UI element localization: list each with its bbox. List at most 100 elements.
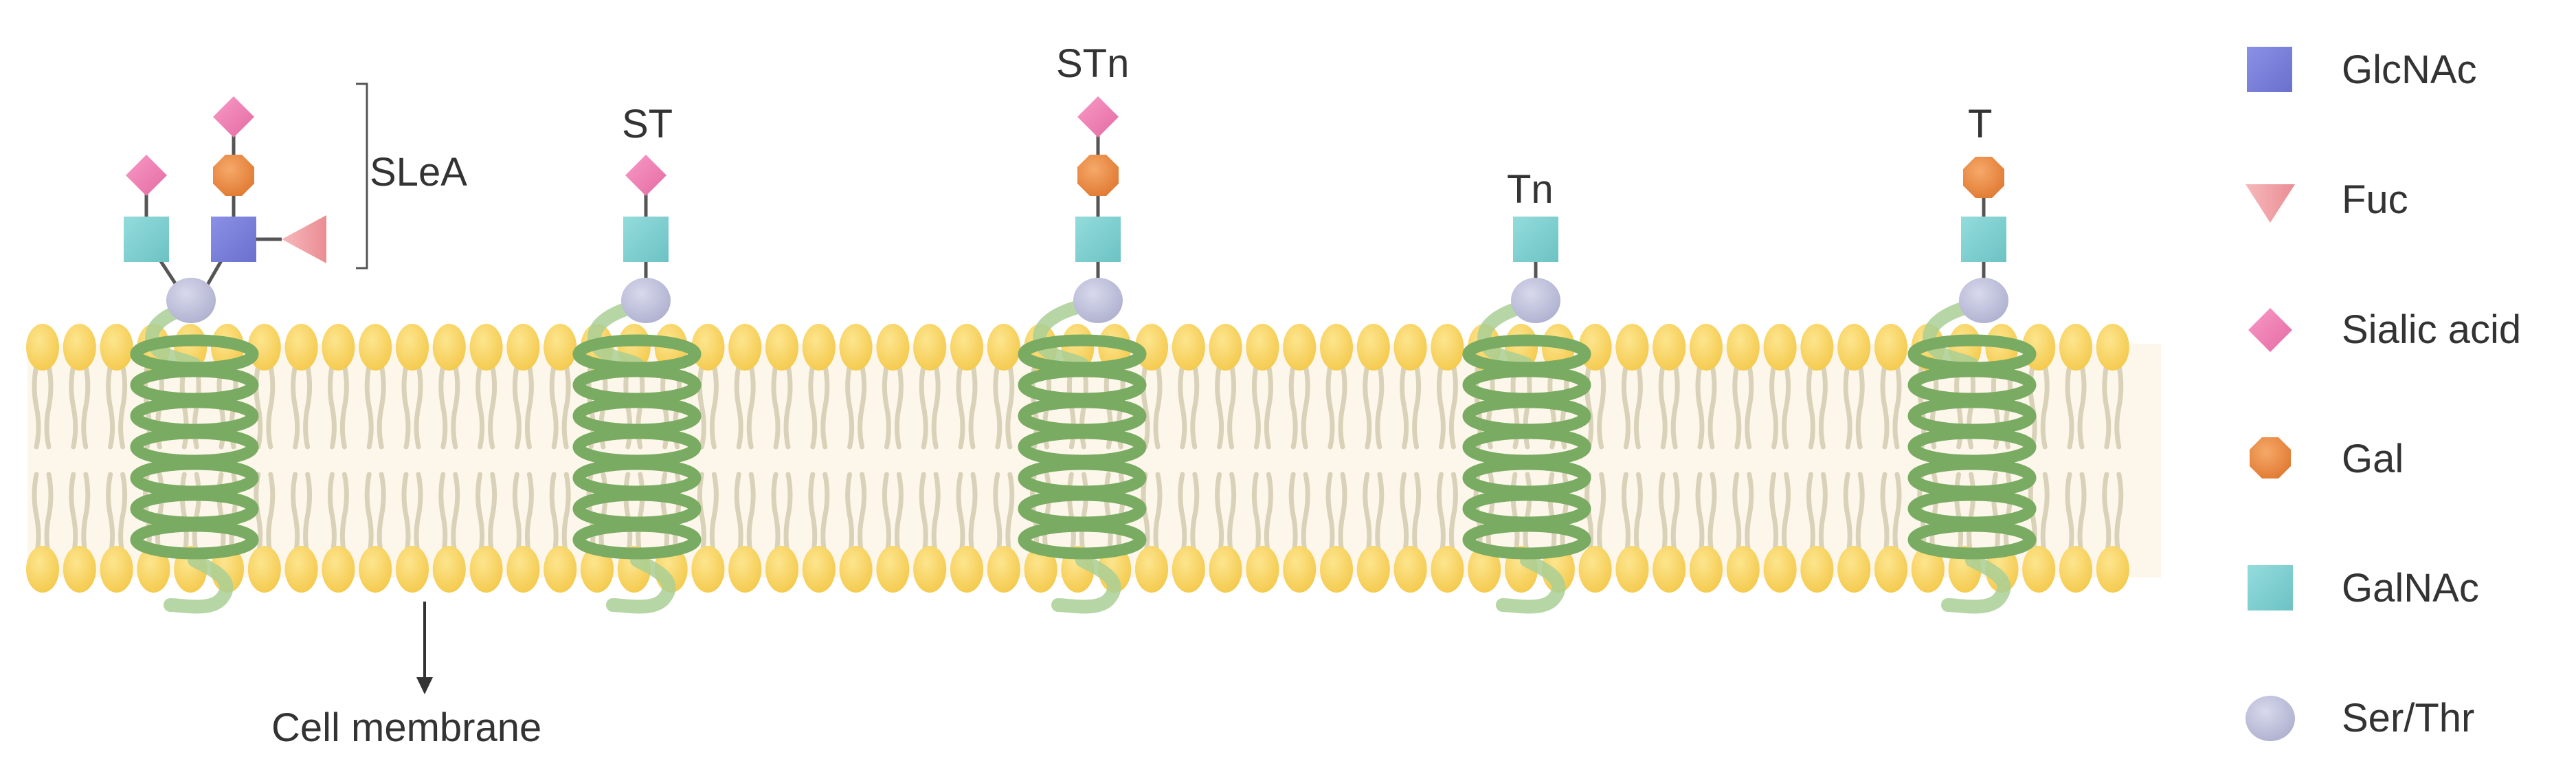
- lipid-head: [802, 324, 836, 371]
- lipid-tail: [968, 363, 978, 450]
- lipid-tail: [106, 472, 115, 558]
- lipid-tail: [81, 472, 91, 558]
- lipid-tail: [512, 363, 522, 450]
- lipid-tail: [377, 363, 386, 450]
- lipid-head: [1726, 324, 1760, 371]
- helix-coil: [1907, 520, 2037, 560]
- lipid-tail: [1670, 363, 1680, 450]
- lipid-head: [396, 546, 429, 593]
- lipid-tail: [1633, 363, 1643, 450]
- lipid-tail: [1363, 363, 1372, 450]
- lipid-head: [359, 324, 392, 371]
- lipid-tail: [882, 363, 891, 450]
- lipid-tail: [1178, 472, 1187, 558]
- lipid-tail: [931, 472, 941, 558]
- legend-label-galnac: GalNAc: [2342, 566, 2479, 610]
- lipid-tail: [1190, 472, 1200, 558]
- galnac-residue: [124, 217, 169, 262]
- lipid-tail: [1782, 472, 1791, 558]
- lipid-tail: [993, 363, 1003, 450]
- lipid-head: [1393, 324, 1427, 371]
- lipid-tail: [2077, 363, 2087, 450]
- lipid-tail: [2065, 363, 2074, 450]
- lipid-tail: [1448, 363, 1458, 450]
- lipid-tail: [734, 363, 743, 450]
- lipid-tail: [81, 363, 91, 450]
- lipid-head: [1911, 546, 1945, 593]
- lipid-tail: [1215, 363, 1224, 450]
- lipid-tail: [1732, 363, 1742, 450]
- lipid-head: [469, 546, 503, 593]
- ser-thr-residue: [1073, 278, 1123, 323]
- helix-coil: [1018, 520, 1147, 560]
- lipid-head: [765, 546, 798, 593]
- lipid-tail: [771, 472, 781, 558]
- lipid-tail: [291, 363, 300, 450]
- lipid-head: [1874, 324, 1907, 371]
- lipid-head: [876, 546, 910, 593]
- lipid-head: [2096, 546, 2129, 593]
- lipid-tail: [1251, 363, 1261, 450]
- lipid-head: [322, 546, 355, 593]
- lipid-head: [1690, 324, 1723, 371]
- lipid-tail: [1597, 363, 1606, 450]
- lipid-head: [396, 324, 429, 371]
- lipid-tail: [808, 363, 818, 450]
- lipid-head: [950, 324, 983, 371]
- lipid-head: [839, 546, 873, 593]
- transmembrane-helix: [130, 299, 259, 614]
- lipid-tail: [1769, 472, 1779, 558]
- lipid-head: [100, 546, 133, 593]
- lipid-tail: [1597, 472, 1606, 558]
- lipid-head: [1246, 546, 1279, 593]
- lipid-tail: [254, 472, 263, 558]
- lipid-tail: [697, 363, 706, 450]
- helix-tail-bottom: [1941, 553, 2011, 614]
- lipid-tail: [1153, 363, 1163, 450]
- lipid-tail: [1325, 472, 1335, 558]
- label-tn: Tn: [1507, 167, 1554, 212]
- lipid-tail: [1400, 472, 1409, 558]
- lipid-tail: [709, 472, 719, 558]
- lipid-tail: [1745, 363, 1754, 450]
- lipid-tail: [2102, 472, 2112, 558]
- lipid-tail: [44, 472, 54, 558]
- lipid-tail: [1436, 472, 1446, 558]
- lipid-tail: [1005, 363, 1015, 450]
- lipid-tail: [414, 363, 423, 450]
- sialic-acid-residue: [1077, 96, 1119, 138]
- lipid-tail: [1375, 472, 1385, 558]
- gal-residue: [1963, 157, 2004, 198]
- lipid-head: [581, 546, 614, 593]
- transmembrane-helix: [1907, 299, 2037, 614]
- lipid-head: [2059, 324, 2092, 371]
- lipid-tail: [254, 363, 263, 450]
- lipid-head: [987, 324, 1020, 371]
- fuc-icon: [2245, 184, 2295, 223]
- arrow-head: [416, 677, 433, 694]
- lipid-tail: [488, 472, 497, 558]
- lipid-head: [100, 324, 133, 371]
- galnac-icon: [2248, 565, 2293, 610]
- ser-thr-residue: [1511, 278, 1560, 323]
- helix-coil: [1462, 520, 1591, 560]
- lipid-head: [26, 546, 59, 593]
- legend-item-ser-thr: Ser/Thr: [2245, 696, 2474, 741]
- lipid-tail: [919, 472, 928, 558]
- lipid-tail: [32, 363, 41, 450]
- lipid-head: [1135, 546, 1168, 593]
- lipid-tail: [44, 363, 54, 450]
- lipid-tail: [1448, 472, 1458, 558]
- lipid-tail: [858, 363, 867, 450]
- lipid-tail: [1633, 472, 1643, 558]
- lipid-head: [691, 546, 725, 593]
- transmembrane-helix: [1018, 299, 1147, 614]
- lipid-head: [359, 546, 392, 593]
- lipid-head: [1246, 324, 1279, 371]
- lipid-tail: [364, 472, 374, 558]
- lipid-tail: [820, 363, 830, 450]
- lipid-head: [876, 324, 910, 371]
- lipid-tail: [1400, 363, 1409, 450]
- lipid-tail: [451, 472, 460, 558]
- lipid-tail: [1818, 363, 1828, 450]
